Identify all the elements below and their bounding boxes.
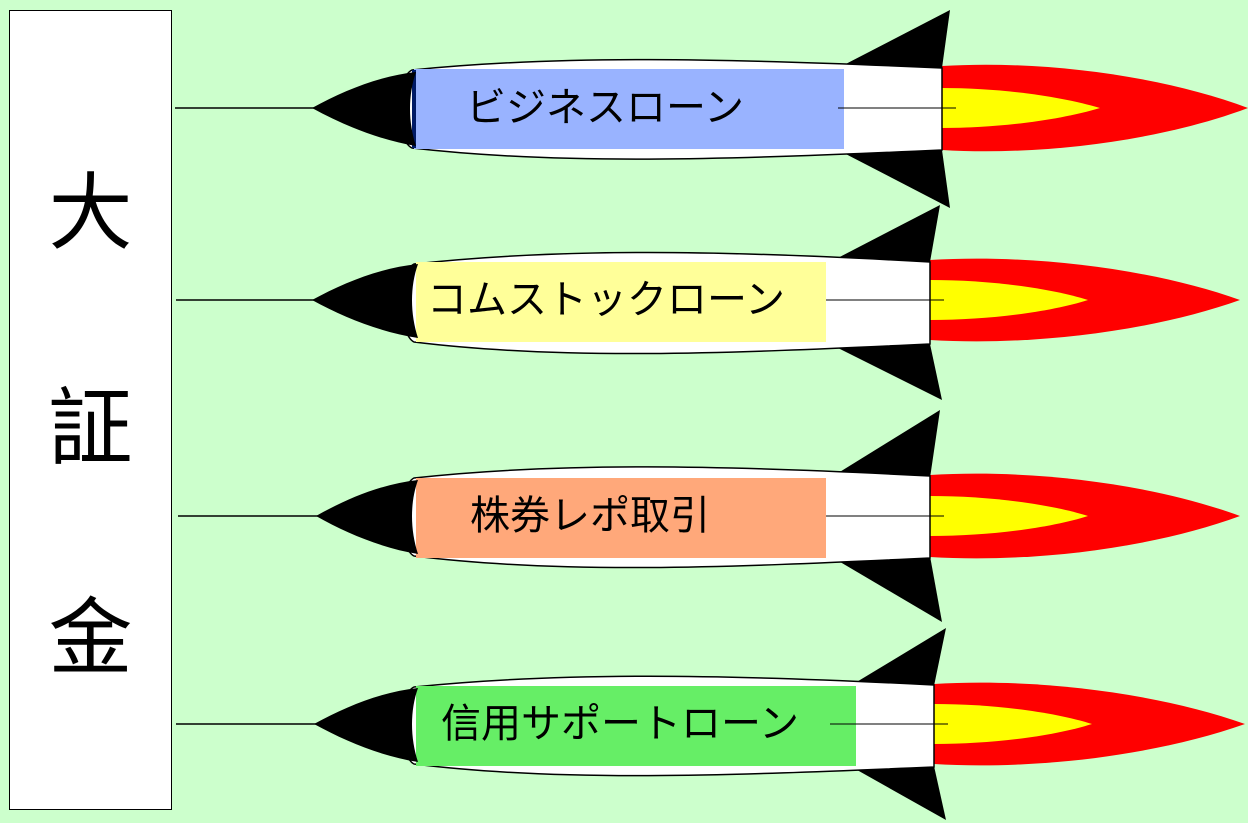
org-char-3: 金 [48,589,133,687]
rocket-1-label: ビジネスローン [466,85,744,131]
rocket-1 [175,10,1248,208]
rocket-3-nose [316,480,418,554]
rocket-2-label: コムストックローン [427,277,785,323]
rocket-3 [178,410,1240,622]
rocket-2-flame-inner [930,280,1088,320]
rocket-1-band [414,69,844,149]
rocket-3-flame-inner [930,496,1088,536]
org-char-2: 証 [48,379,133,477]
rocket-4-nose [314,688,418,762]
rocket-1-fin-bottom [838,150,950,208]
rocket-3-fin-bottom [830,556,942,622]
rocket-4 [176,628,1245,820]
rocket-4-fin-top [850,628,946,686]
org-char-1: 大 [48,164,133,262]
rocket-1-fin-top [838,10,950,68]
rocket-1-flame-inner [942,88,1100,128]
rocket-3-label: 株券レポ取引 [470,493,710,539]
rocket-4-band [416,686,856,766]
rocket-2-nose [312,264,418,338]
rocket-3-fin-top [830,410,940,478]
rocket-2-band [416,262,826,342]
rocket-2-fin-bottom [830,344,942,400]
rocket-4-fin-bottom [850,766,946,820]
org-box: 大 証 金 [9,10,172,810]
rocket-1-nose [312,72,416,146]
rocket-2 [176,205,1240,400]
rocket-3-band [416,478,826,558]
rocket-4-label: 信用サポートローン [441,701,799,747]
rocket-2-fin-top [830,205,940,262]
rocket-4-flame-inner [934,704,1092,744]
